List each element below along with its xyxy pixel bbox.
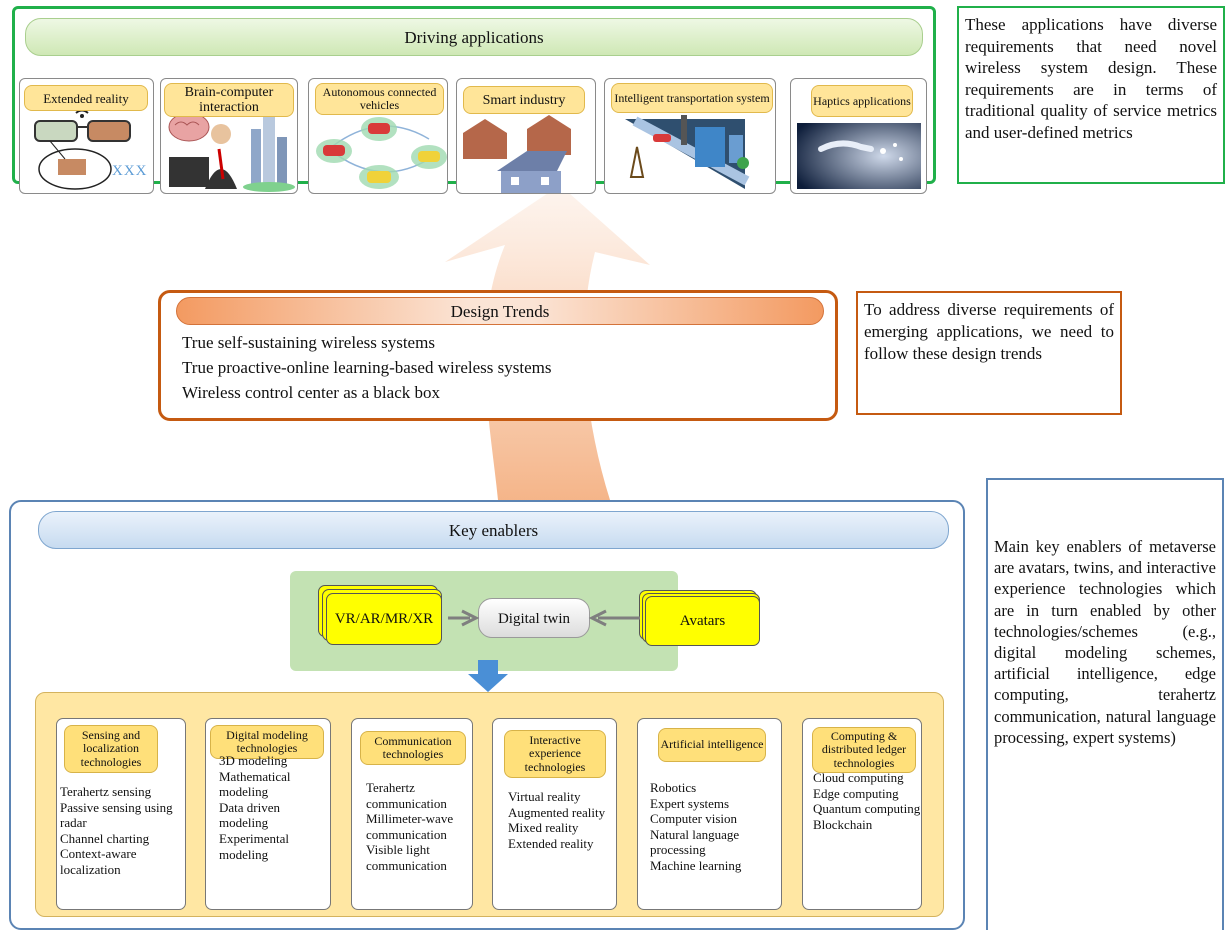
vr-ar-mr-xr-label: VR/AR/MR/XR: [334, 611, 434, 627]
arrowhead-left-icon: [588, 609, 607, 627]
tech-item: Expert systems: [650, 795, 730, 811]
tech-item: Robotics: [650, 780, 697, 795]
vr-ar-mr-xr-box: [326, 593, 442, 645]
tech-item: Terahertz communication: [366, 780, 447, 811]
tech-item: Data driven modeling: [219, 799, 281, 831]
tech-item: Extended reality: [508, 835, 594, 851]
key-enablers-title: Key enablers: [38, 511, 949, 549]
app-label: Haptics applications: [811, 85, 913, 117]
tech-title: Artificial intelligence: [658, 728, 766, 762]
tech-title: Sensing and localization technologies: [64, 725, 158, 773]
app-card-autonomous-vehicles: Autonomous connected vehicles: [308, 78, 448, 194]
technologies-panel: [35, 692, 944, 917]
xxx-text: XXX: [112, 163, 148, 179]
key-enablers-note: Main key enablers of metaverse are avata…: [986, 478, 1224, 930]
trend-item: Wireless control center as a black box: [182, 383, 440, 402]
design-trends-title: Design Trends: [176, 297, 824, 325]
tech-item: Augmented reality: [508, 804, 606, 820]
tech-item: Machine learning: [650, 857, 742, 873]
tech-item: Computer vision: [650, 811, 738, 827]
tech-title: Computing & distributed ledger technolog…: [812, 727, 916, 773]
tech-title: Interactive experience technologies: [504, 730, 606, 778]
digital-twin-node: Digital twin: [478, 598, 590, 638]
brain-computer-icon: [168, 109, 295, 192]
tech-list-interactive-experience: Virtual reality Augmented reality Mixed …: [508, 789, 612, 851]
tech-item: Channel charting: [60, 830, 150, 846]
tech-item: Context-aware localization: [60, 846, 137, 877]
driving-applications-title: Driving applications: [25, 18, 923, 56]
tech-item: Cloud computing: [813, 770, 904, 785]
tech-item: Natural language processing: [650, 826, 740, 858]
app-card-brain-computer-interaction: Brain-computer interaction: [160, 78, 298, 194]
key-enablers-panel: [9, 500, 965, 930]
factory-buildings-icon: [463, 115, 571, 193]
tech-item: Terahertz sensing: [60, 784, 152, 799]
tech-item: Quantum computing: [813, 801, 921, 817]
tech-list-sensing: Terahertz sensing Passive sensing using …: [60, 784, 184, 878]
tech-item: Millimeter-wave communication: [366, 811, 454, 842]
tech-item: Edge computing: [813, 785, 899, 801]
avatars-label: Avatars: [679, 613, 726, 629]
app-label: Autonomous connected vehicles: [315, 83, 444, 115]
tech-item: Passive sensing using radar: [60, 799, 173, 831]
app-label: Extended reality: [24, 85, 148, 111]
design-trends-note: To address diverse requirements of emerg…: [856, 291, 1122, 415]
tech-title: Digital modeling technologies: [210, 725, 324, 759]
trend-item: True proactive-online learning-based wir…: [182, 358, 552, 377]
app-card-smart-industry: Smart industry: [456, 78, 596, 194]
connected-vehicles-icon: [316, 117, 447, 189]
app-card-extended-reality: Extended reality XXX: [19, 78, 154, 194]
app-label: Intelligent transportation system: [611, 83, 773, 113]
tech-title: Communication technologies: [360, 731, 466, 765]
avatars-box: [645, 596, 760, 646]
tech-list-computing-ledger: Cloud computing Edge computing Quantum c…: [813, 770, 921, 832]
app-card-intelligent-transportation: Intelligent transportation system: [604, 78, 776, 194]
driving-applications-note: These applications have diverse requirem…: [957, 6, 1225, 184]
app-label: Smart industry: [463, 86, 585, 114]
tech-item: Virtual reality: [508, 789, 581, 804]
tech-list-artificial-intelligence: Robotics Expert systems Computer vision …: [650, 780, 780, 874]
app-card-haptics: Haptics applications: [790, 78, 927, 194]
vr-glasses-icon: [34, 104, 131, 190]
tech-item: 3D modeling: [219, 753, 288, 768]
haptic-hand-icon: [797, 123, 921, 189]
arrowhead-right-icon: [461, 609, 480, 627]
down-arrow-icon: [468, 660, 508, 692]
tech-list-digital-modeling: 3D modeling Mathematical modeling Data d…: [219, 753, 327, 862]
tech-item: Mathematical modeling: [219, 768, 291, 800]
transportation-icon: [625, 115, 750, 189]
app-label: Brain-computer interaction: [164, 83, 294, 117]
tech-list-communication: Terahertz communication Millimeter-wave …: [366, 780, 470, 874]
tech-item: Mixed reality: [508, 820, 579, 836]
trend-item: True self-sustaining wireless systems: [182, 333, 435, 352]
tech-item: Experimental modeling: [219, 830, 290, 862]
tech-item: Visible light communication: [366, 842, 447, 873]
tech-item: Blockchain: [813, 816, 873, 832]
